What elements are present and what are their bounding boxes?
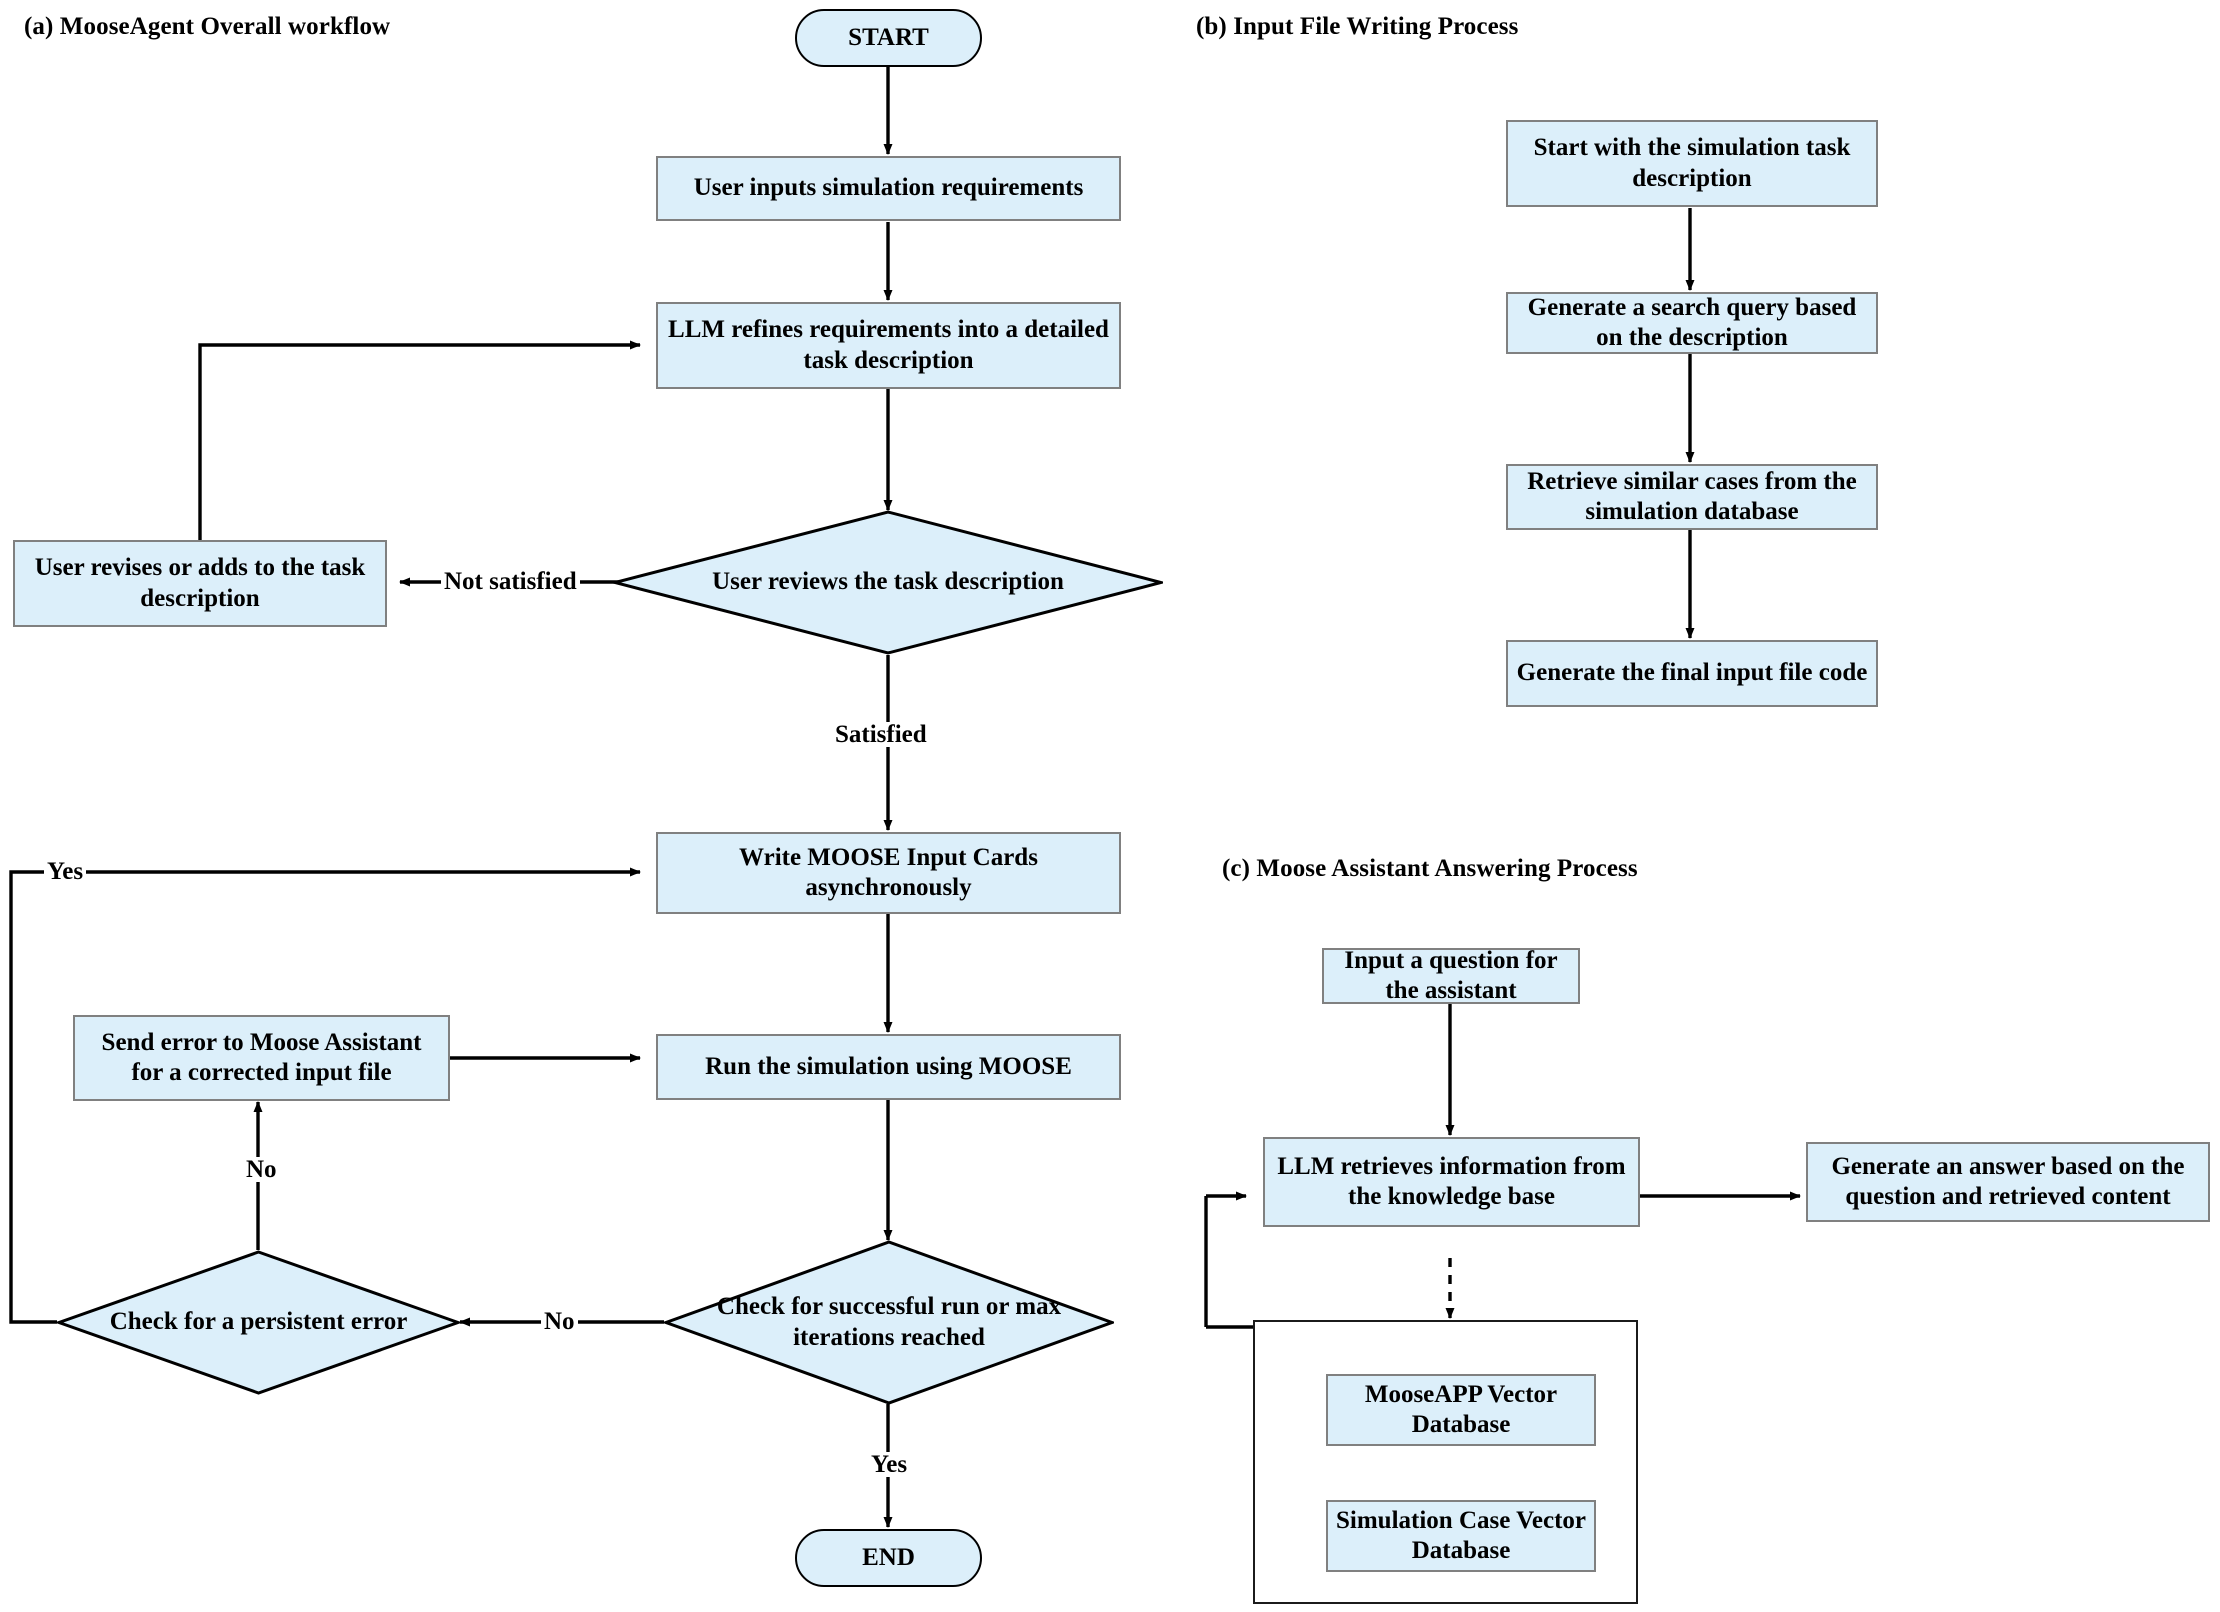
node-run-simulation[interactable]: Run the simulation using MOOSE [656,1034,1121,1100]
node-c-generate-answer[interactable]: Generate an answer based on the question… [1806,1142,2210,1222]
node-c-input-question[interactable]: Input a question for the assistant [1322,947,1580,1004]
node-b-retrieve-similar-cases[interactable]: Retrieve similar cases from the simulati… [1506,464,1878,530]
edge-label-no-send-error: No [243,1157,280,1182]
edge-label-yes-retry: Yes [44,859,87,884]
node-b-generate-final-input[interactable]: Generate the final input file code [1506,640,1878,707]
node-llm-refines-requirements[interactable]: LLM refines requirements into a detailed… [656,302,1121,389]
node-user-revises-task[interactable]: User revises or adds to the task descrip… [13,540,387,627]
node-user-reviews-task[interactable]: User reviews the task description [613,510,1163,655]
node-start[interactable]: START [795,9,982,67]
panel-a-title: (a) MooseAgent Overall workflow [24,13,391,40]
node-check-persistent-error[interactable]: Check for a persistent error [57,1250,460,1395]
node-check-success-or-max-iterations[interactable]: Check for successful run or max iteratio… [664,1240,1114,1405]
node-label: User reviews the task description [712,568,1064,596]
edge-label-yes-end: Yes [868,1452,911,1477]
edge-label-not-satisfied: Not satisfied [441,569,580,594]
node-b-start-with-description[interactable]: Start with the simulation task descripti… [1506,120,1878,207]
node-b-generate-search-query[interactable]: Generate a search query based on the des… [1506,292,1878,354]
diamond-shape [664,1240,1114,1405]
edge-label-satisfied: Satisfied [832,722,930,747]
node-send-error-to-assistant[interactable]: Send error to Moose Assistant for a corr… [73,1015,450,1101]
edge-revise-back-to-llm [198,340,641,553]
node-c-simulation-case-vector-database[interactable]: Simulation Case Vector Database [1326,1500,1596,1572]
diamond-shape [613,510,1163,655]
node-user-inputs-requirements[interactable]: User inputs simulation requirements [656,156,1121,221]
node-label: Check for successful run or max iteratio… [716,1293,1062,1351]
node-c-llm-retrieves-information[interactable]: LLM retrieves information from the knowl… [1263,1137,1640,1227]
panel-c-title: (c) Moose Assistant Answering Process [1222,855,1638,882]
node-end[interactable]: END [795,1529,982,1587]
node-write-moose-input-cards[interactable]: Write MOOSE Input Cards asynchronously [656,832,1121,914]
node-c-mooseapp-vector-database[interactable]: MooseAPP Vector Database [1326,1374,1596,1446]
panel-b-title: (b) Input File Writing Process [1196,13,1519,40]
edge-label-no-persistent: No [541,1309,578,1334]
node-label: Check for a persistent error [109,1308,408,1336]
